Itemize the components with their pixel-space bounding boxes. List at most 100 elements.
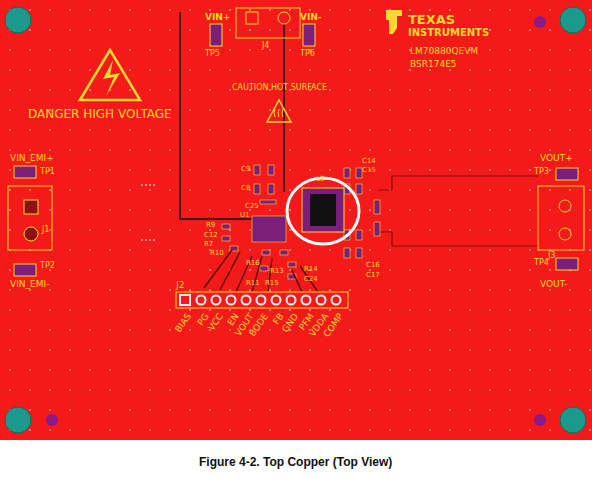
pcb-shape xyxy=(560,407,586,433)
pcb-shape xyxy=(262,250,270,255)
pcb-shape xyxy=(14,166,36,178)
pcb-shape xyxy=(556,258,578,270)
silkscreen-label: TP4 xyxy=(534,259,549,267)
pcb-shape xyxy=(292,270,302,292)
lightning-symbol xyxy=(103,60,120,96)
signal-traces xyxy=(204,250,318,292)
pcb-shape xyxy=(260,266,268,271)
silkscreen-label: TEXAS xyxy=(408,13,455,26)
pcb-shape xyxy=(254,165,260,175)
pcb-shape xyxy=(14,264,36,276)
pcb-shape xyxy=(242,296,251,305)
pcb-shape xyxy=(356,248,362,258)
silkscreen-label: C24 xyxy=(304,276,318,283)
silkscreen-label: R13 xyxy=(270,268,284,275)
silkscreen-label: DANGER HIGH VOLTAGE xyxy=(28,108,172,120)
pcb-shape xyxy=(287,296,296,305)
pcb-shape xyxy=(153,184,155,186)
pcb-shape xyxy=(252,216,286,242)
silkscreen-label: R11 xyxy=(246,280,260,287)
silkscreen-label: R14 xyxy=(304,266,318,273)
pcb-shape xyxy=(141,239,143,241)
connector-pad xyxy=(559,200,571,212)
silkscreen-label: TP2 xyxy=(40,262,55,270)
connector-pad xyxy=(246,12,258,24)
pcb-shape xyxy=(534,414,546,426)
header-outline xyxy=(176,292,348,308)
pcb-shape xyxy=(300,266,318,292)
pcb-shape xyxy=(332,296,341,305)
silkscreen-label: J2 xyxy=(176,281,184,290)
silkscreen-label: J3 xyxy=(548,252,555,260)
silkscreen-label: C14 xyxy=(362,158,376,165)
pcb-shape xyxy=(212,296,221,305)
silkscreen-label: C17 xyxy=(366,272,380,279)
copper-pour xyxy=(0,0,592,440)
inductor-body xyxy=(302,188,344,232)
pcb-shape xyxy=(268,165,274,175)
silkscreen-label: R10 xyxy=(210,250,224,257)
highlight-circle xyxy=(287,178,359,244)
silkscreen-label: R9 xyxy=(206,222,215,229)
silkscreen-label: TP6 xyxy=(300,50,315,58)
pour-boundary xyxy=(180,12,262,219)
pcb-shape xyxy=(145,239,147,241)
silkscreen-label: VIN+ xyxy=(205,13,230,22)
connector-outline xyxy=(236,8,300,38)
pcb-shape xyxy=(257,296,266,305)
mounting-holes xyxy=(5,7,586,433)
figure-caption: Figure 4-2. Top Copper (Top View) xyxy=(199,456,392,468)
pour-boundary xyxy=(283,12,285,192)
pcb-shape xyxy=(141,184,143,186)
pcb-shape xyxy=(222,236,230,241)
pcb-shape xyxy=(344,248,350,258)
fiducials xyxy=(46,16,546,426)
silkscreen-label: BSR174E5 xyxy=(410,60,457,69)
pcb-shape xyxy=(288,262,296,267)
silkscreen-label: C9 xyxy=(241,166,250,173)
silkscreen-label: C8 xyxy=(241,185,250,192)
pcb-shape xyxy=(153,239,155,241)
silkscreen-label: J4 xyxy=(262,42,269,50)
pcb-shape xyxy=(374,200,380,214)
pcb-shape xyxy=(534,16,546,28)
pcb-shape xyxy=(180,295,190,305)
connector-pad xyxy=(278,12,290,24)
connector-pad xyxy=(24,200,38,214)
connector-pad xyxy=(559,228,571,240)
pcb-shape xyxy=(5,7,31,33)
silkscreen-label: VIN_EMI+ xyxy=(10,154,54,163)
warning-triangle xyxy=(80,50,140,100)
silkscreen-label: U1 xyxy=(240,212,250,219)
pcb-shape xyxy=(356,230,362,240)
silkscreen-label: TP5 xyxy=(205,50,220,58)
via-clusters xyxy=(141,184,155,241)
silkscreen-label: J1 xyxy=(42,226,49,234)
silkscreen-label: INSTRUMENTS xyxy=(408,28,489,38)
silkscreen-label: CAUTION HOT SURFACE xyxy=(232,84,327,92)
silkscreen-label: VIN- xyxy=(300,13,322,22)
pcb-shape xyxy=(5,407,31,433)
pcb-shape xyxy=(254,184,260,194)
connector-outline xyxy=(538,186,584,250)
pcb-shape xyxy=(227,296,236,305)
silkscreen-label: TP3 xyxy=(534,168,549,176)
pcb-shape xyxy=(149,239,151,241)
pcb-shape xyxy=(317,296,326,305)
pcb-shape xyxy=(197,296,206,305)
pcb-shape xyxy=(222,224,230,229)
silkscreen-label: C15 xyxy=(362,167,376,174)
silkscreen-label: LM70880QEVM xyxy=(410,47,478,56)
via-grid xyxy=(0,0,592,440)
pcb-shape xyxy=(560,7,586,33)
pcb-shape xyxy=(356,168,362,178)
silkscreen-label: R7 xyxy=(204,241,213,248)
output-trace xyxy=(378,176,538,190)
pcb-shape xyxy=(356,184,362,194)
silkscreen-label: R16 xyxy=(246,260,260,267)
silkscreen-label: R15 xyxy=(265,280,279,287)
pcb-shape xyxy=(374,222,380,236)
header-pins xyxy=(180,295,341,305)
